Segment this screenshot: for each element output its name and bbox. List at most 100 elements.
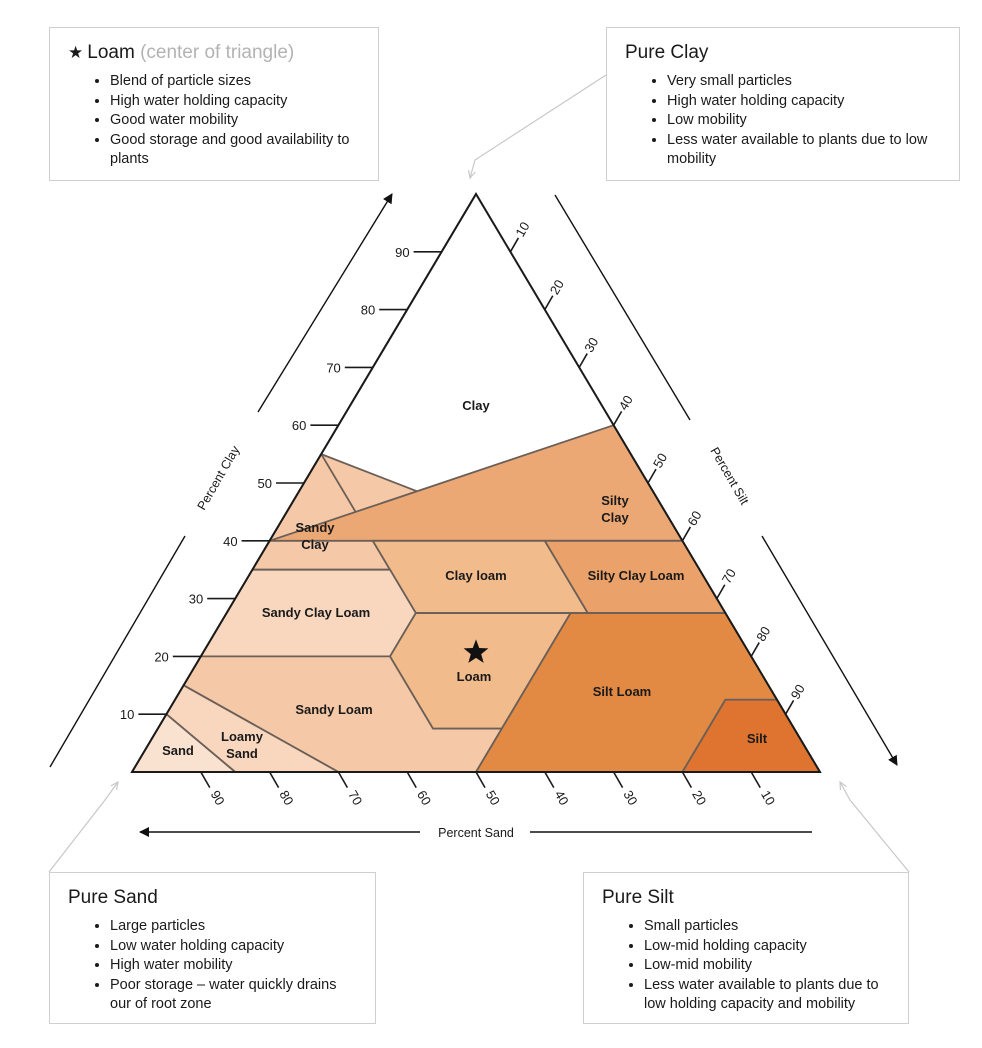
sand-tick-label: 40: [552, 788, 572, 808]
star-icon: ★: [68, 43, 84, 62]
connector-line: [469, 74, 607, 179]
pure-clay-bullets: Very small particles High water holding …: [625, 72, 941, 170]
region-label-silt-loam: Silt Loam: [593, 684, 652, 699]
region-label-line: Loam: [457, 669, 492, 684]
silt-tick-mark: [750, 642, 760, 657]
pure-silt-info-box: Pure Silt Small particles Low-mid holdin…: [583, 872, 909, 1024]
region-label-clay-loam: Clay loam: [445, 568, 506, 583]
region-label-line: Sandy Clay Loam: [262, 605, 370, 620]
pure-sand-info-box: Pure Sand Large particles Low water hold…: [49, 872, 376, 1024]
silt-tick-mark: [681, 526, 692, 542]
silt-tick-mark: [509, 237, 520, 253]
axis-arrows: [49, 193, 898, 837]
sand-tick-mark: [612, 771, 624, 788]
pure-clay-title: Pure Clay: [625, 42, 709, 63]
percent-sand-title: Percent Sand: [438, 826, 514, 840]
region-label-sand: Sand: [162, 743, 194, 758]
sand-tick-label: 30: [620, 788, 640, 808]
pure-silt-bullets: Small particles Low-mid holding capacity…: [602, 917, 890, 1015]
connector-line: [839, 781, 910, 873]
silt-tick-label: 40: [616, 393, 636, 413]
sand-tick-mark: [406, 771, 417, 788]
region-label-silt: Silt: [747, 731, 768, 746]
list-item: Blend of particle sizes: [110, 72, 360, 92]
clay-tick-label: 10: [120, 707, 134, 722]
list-item: Low-mid mobility: [644, 956, 890, 976]
sand-tick-mark: [268, 771, 280, 788]
percent-silt-title: Percent Silt: [707, 445, 751, 508]
silt-tick-label: 30: [581, 335, 601, 355]
list-item: Good storage and good availability to pl…: [110, 131, 360, 170]
silt-tick-label: 80: [753, 624, 773, 644]
list-item: Very small particles: [667, 72, 941, 92]
region-label-line: Silt: [747, 731, 768, 746]
list-item: Low mobility: [667, 111, 941, 131]
connector-arrow-icon: [110, 780, 119, 790]
region-label-line: Clay: [462, 398, 490, 413]
callout-connectors: [48, 74, 910, 873]
sand-tick-label: 60: [414, 788, 434, 808]
sand-tick-label: 70: [345, 788, 365, 808]
sand-tick-label: 80: [276, 788, 296, 808]
loam-bullets: Blend of particle sizes High water holdi…: [68, 72, 360, 170]
sand-tick-mark: [475, 771, 486, 788]
region-label-sandy-clay-loam: Sandy Clay Loam: [262, 605, 370, 620]
region-label-line: Loamy: [221, 729, 264, 744]
list-item: Good water mobility: [110, 111, 360, 131]
pure-sand-title: Pure Sand: [68, 887, 158, 908]
silt-tick-label: 20: [547, 277, 567, 297]
loam-box-title: ★Loam (center of triangle): [68, 42, 360, 64]
sand-tick-mark: [337, 771, 349, 788]
clay-tick-label: 40: [223, 534, 237, 549]
silt-tick-label: 70: [719, 566, 739, 586]
pure-silt-title: Pure Silt: [602, 887, 674, 908]
sand-tick-label: 90: [208, 788, 228, 808]
silt-axis-arrow: [761, 535, 898, 766]
silt-tick-mark: [578, 353, 588, 368]
clay-tick-label: 60: [292, 418, 306, 433]
silt-tick-mark: [612, 410, 623, 426]
sand-tick-mark: [681, 771, 693, 788]
percent-clay-title: Percent Clay: [195, 443, 243, 513]
list-item: Small particles: [644, 917, 890, 937]
list-item: Poor storage – water quickly drains our …: [110, 976, 357, 1015]
list-item: Low water holding capacity: [110, 937, 357, 957]
list-item: High water mobility: [110, 956, 357, 976]
loam-star-marker: [463, 639, 489, 663]
clay-tick-label: 50: [258, 476, 272, 491]
sand-tick-label: 50: [483, 788, 503, 808]
pure-sand-bullets: Large particles Low water holding capaci…: [68, 917, 357, 1015]
region-label-line: Clay: [601, 510, 629, 525]
clay-tick-label: 90: [395, 245, 409, 260]
list-item: Low-mid holding capacity: [644, 937, 890, 957]
connector-arrow-icon: [839, 780, 847, 791]
region-label-line: Silty Clay Loam: [588, 568, 685, 583]
loam-title-text: Loam: [87, 42, 135, 63]
region-label-silty-clay-loam: Silty Clay Loam: [588, 568, 685, 583]
silt-tick-mark: [784, 699, 795, 715]
silt-tick-label: 60: [684, 508, 704, 528]
sand-tick-mark: [750, 771, 761, 788]
region-label-line: Sand: [162, 743, 194, 758]
loam-title-note: (center of triangle): [140, 42, 295, 63]
region-label-line: Sandy Loam: [295, 702, 372, 717]
silt-axis-line: [554, 194, 691, 421]
connector-line: [48, 781, 119, 873]
region-label-line: Clay loam: [445, 568, 506, 583]
list-item: Less water available to plants due to lo…: [667, 131, 941, 170]
region-label-line: Silty: [601, 493, 629, 508]
clay-tick-label: 20: [154, 649, 168, 664]
list-item: Less water available to plants due to lo…: [644, 976, 890, 1015]
clay-tick-label: 70: [326, 360, 340, 375]
clay-axis-line: [49, 535, 186, 768]
silt-tick-mark: [544, 295, 554, 311]
sand-tick-mark: [200, 771, 211, 788]
texture-regions: [131, 193, 821, 773]
sand-tick-label: 20: [689, 788, 709, 808]
silt-tick-label: 10: [512, 219, 532, 239]
